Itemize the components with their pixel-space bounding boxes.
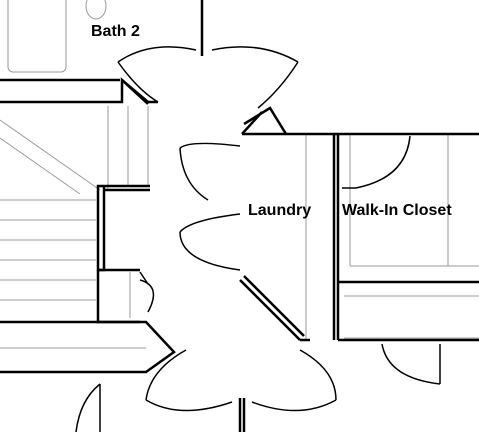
door-lower-left bbox=[75, 383, 101, 432]
room-label-walk-in-closet: Walk-In Closet bbox=[342, 202, 452, 219]
door-walk-in-closet bbox=[342, 135, 411, 189]
doors bbox=[75, 46, 441, 432]
door-lower-hall bbox=[145, 349, 337, 412]
door-bath-2 bbox=[117, 46, 299, 109]
door-lower-right bbox=[381, 343, 441, 385]
bathtub bbox=[7, 0, 67, 73]
staircase bbox=[0, 106, 149, 318]
room-label-bath-2: Bath 2 bbox=[91, 23, 140, 40]
fixtures bbox=[0, 0, 479, 349]
door-stair-closet bbox=[139, 271, 155, 313]
door-laundry bbox=[179, 142, 241, 271]
room-label-laundry: Laundry bbox=[248, 202, 312, 219]
toilet bbox=[85, 0, 107, 20]
